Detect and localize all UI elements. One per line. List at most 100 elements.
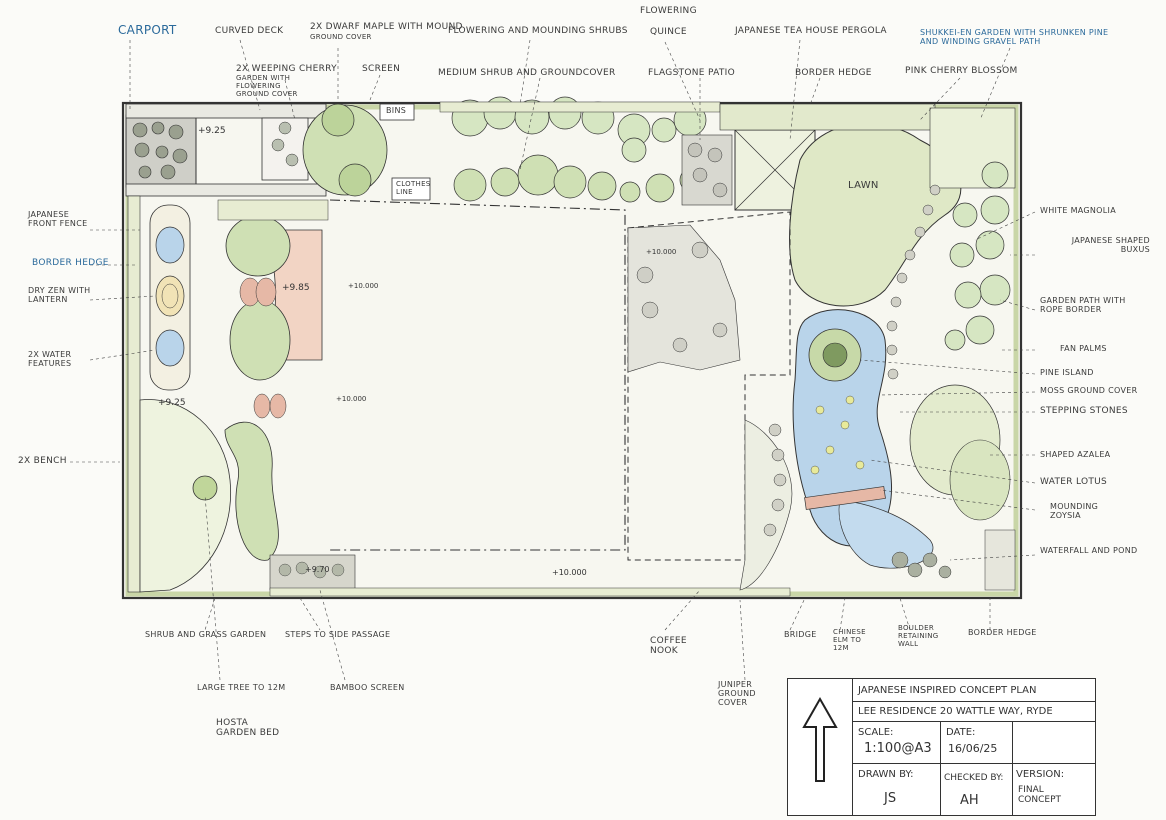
level-deck: +9.85	[282, 283, 310, 293]
label-bridge: BRIDGE	[784, 630, 817, 639]
tb-project: LEE RESIDENCE 20 WATTLE WAY, RYDE	[858, 706, 1053, 717]
label-water-lotus: WATER LOTUS	[1040, 477, 1108, 487]
label-quince-line1: FLOWERING	[640, 6, 697, 16]
tb-title: JAPANESE INSPIRED CONCEPT PLAN	[858, 685, 1037, 696]
label-flowering-quince: FLOWERING QUINCE	[640, 6, 697, 37]
tb-scale-label: SCALE:	[858, 727, 894, 738]
water-lotus	[810, 395, 865, 475]
front-fence-strip	[127, 195, 141, 593]
label-juniper: JUNIPER GROUND COVER	[718, 680, 756, 708]
label-flowering-shrubs: FLOWERING AND MOUNDING SHRUBS	[448, 26, 628, 36]
label-medium-shrub: MEDIUM SHRUB AND GROUNDCOVER	[438, 68, 616, 78]
tb-drawn-label: DRAWN BY:	[858, 769, 914, 780]
label-dwarf-maple: 2x DWARF MAPLE WITH MOUND GROUND COVER	[310, 22, 463, 43]
label-quince-line2: QUINCE	[650, 26, 687, 37]
zen-rings	[155, 275, 185, 317]
label-dry-zen: DRY ZEN WITH LANTERN	[28, 286, 91, 305]
house-outline	[329, 199, 626, 551]
label-hosta: HOSTA GARDEN BED	[216, 718, 280, 739]
tb-divider-v1	[852, 679, 854, 815]
label-weeping-cherry-sub: GARDEN WITH FLOWERING GROUND COVER	[236, 74, 298, 99]
tb-divider-v3	[1012, 721, 1014, 815]
tb-date-value: 16/06/25	[948, 742, 998, 755]
label-waterfall-pond: WATERFALL AND POND	[1040, 546, 1138, 555]
label-garden-path: GARDEN PATH WITH ROPE BORDER	[1040, 296, 1126, 315]
label-lawn: LAWN	[848, 180, 879, 191]
coffee-nook	[739, 419, 793, 591]
label-chinese-elm: CHINESE ELM TO 12M	[833, 628, 866, 653]
label-shaped-azalea: SHAPED AZALEA	[1040, 450, 1111, 459]
label-weeping-cherry-text: 2x WEEPING CHERRY	[236, 64, 337, 74]
driveway-strip	[125, 183, 327, 197]
label-weeping-cherry: 2x WEEPING CHERRY GARDEN WITH FLOWERING …	[236, 64, 337, 100]
tb-divider-h1	[852, 701, 1095, 703]
level-tea-house: +10.000	[646, 248, 677, 256]
label-stepping-stones: STEPPING STONES	[1040, 406, 1128, 416]
label-curved-deck: CURVED DECK	[215, 26, 284, 36]
label-screen: SCREEN	[362, 64, 401, 74]
level-house-entry: +10.000	[348, 282, 379, 290]
tb-divider-v2	[940, 721, 942, 815]
level-side: +9.25	[158, 398, 186, 408]
label-pink-cherry: PINK CHERRY BLOSSOM	[905, 66, 1018, 76]
label-dwarf-maple-sub: GROUND COVER	[310, 33, 372, 42]
garden-path-stones	[886, 184, 941, 380]
clothes-line-box	[391, 177, 431, 201]
label-shaped-buxus: JAPANESE SHAPED BUXUS	[1071, 236, 1150, 255]
tb-checked-label: CHECKED BY:	[944, 773, 1004, 783]
driveway-strip	[125, 103, 327, 119]
tea-house-outline	[627, 211, 791, 561]
label-steps-side: STEPS TO SIDE PASSAGE	[285, 630, 391, 639]
label-border-hedge-left: BORDER HEDGE	[32, 258, 109, 268]
tb-divider-h3	[852, 763, 1095, 765]
water-feature	[155, 226, 185, 264]
label-fan-palms: FAN PALMS	[1060, 344, 1107, 353]
steps	[239, 277, 287, 419]
label-water-features: 2x WATER FEATURES	[28, 350, 72, 369]
label-border-hedge-top: BORDER HEDGE	[795, 68, 872, 78]
bins-box	[379, 103, 415, 121]
tb-version-label: VERSION:	[1016, 769, 1065, 780]
label-coffee-nook: COFFEE NOOK	[650, 636, 687, 657]
level-carport: +9.25	[198, 126, 226, 136]
label-retaining-wall: BOULDER RETAINING WALL	[898, 624, 939, 649]
large-tree	[192, 475, 218, 501]
label-front-fence: JAPANESE FRONT FENCE	[28, 210, 88, 229]
level-house-rear: +10.000	[552, 568, 587, 577]
level-house-side: +10.000	[336, 395, 367, 403]
label-border-hedge-bottom: BORDER HEDGE	[968, 628, 1037, 637]
label-shukkei: SHUKKEI-EN GARDEN WITH SHRUNKEN PINE AND…	[920, 28, 1109, 47]
tb-divider-h2	[852, 721, 1095, 723]
garden-bed-upper	[225, 215, 291, 277]
bridge	[804, 486, 886, 510]
label-shrub-grass: SHRUB AND GRASS GARDEN	[145, 630, 267, 639]
tb-checked-value: AH	[960, 793, 979, 808]
label-bins: BINS	[386, 106, 407, 115]
label-clothes-line: CLOTHES LINE	[396, 180, 431, 197]
north-arrow-icon	[802, 696, 838, 782]
label-flagstone: FLAGSTONE PATIO	[648, 68, 735, 78]
label-tea-house: JAPANESE TEA HOUSE PERGOLA	[735, 26, 887, 36]
label-bamboo: BAMBOO SCREEN	[330, 683, 405, 692]
label-large-tree: LARGE TREE TO 12M	[197, 683, 286, 692]
stepping-stones	[763, 423, 787, 537]
shaped-buxus-column	[944, 161, 1011, 351]
level-bamboo: +9.70	[305, 565, 330, 574]
tb-version-value: FINAL CONCEPT	[1018, 785, 1061, 805]
paved-courtyard	[627, 224, 741, 373]
label-white-magnolia: WHITE MAGNOLIA	[1040, 206, 1116, 215]
tb-drawn-value: JS	[884, 791, 897, 806]
water-feature	[155, 329, 185, 367]
garden-bed-mid	[229, 299, 291, 381]
tb-scale-value: 1:100@A3	[864, 741, 932, 756]
label-mounding-zoysia: MOUNDING ZOYSIA	[1050, 502, 1099, 521]
label-pine-island: PINE ISLAND	[1040, 368, 1094, 377]
title-block: JAPANESE INSPIRED CONCEPT PLAN LEE RESID…	[787, 678, 1096, 816]
label-carport: CARPORT	[118, 23, 177, 37]
label-moss: MOSS GROUND COVER	[1040, 386, 1138, 395]
label-bench: 2x BENCH	[18, 456, 67, 466]
tb-date-label: DATE:	[946, 727, 976, 738]
shrub-grass-garden	[139, 399, 232, 593]
label-dwarf-maple-text: 2x DWARF MAPLE WITH MOUND	[310, 22, 463, 32]
